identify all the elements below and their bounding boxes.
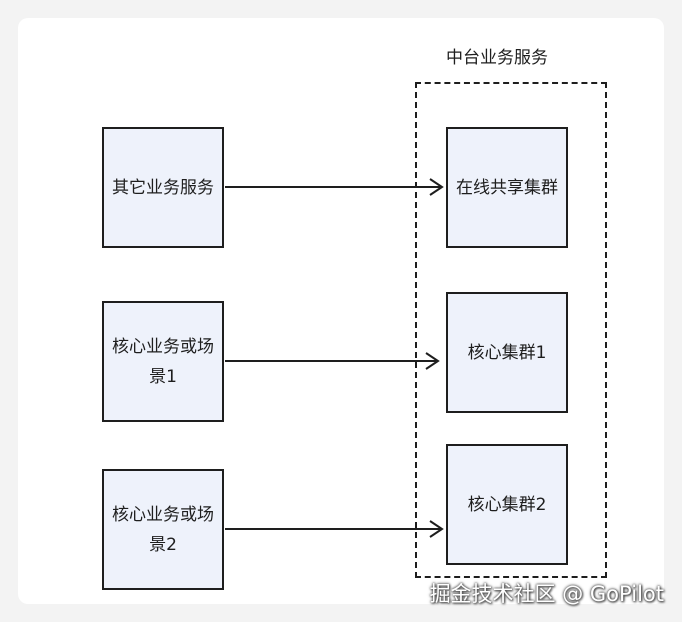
watermark: 掘金技术社区 @ GoPilot — [429, 582, 664, 606]
left-box-other-services-label: 其它业务服务 — [112, 177, 214, 198]
group-title: 中台业务服务 — [446, 48, 548, 68]
left-box-other-services: 其它业务服务 — [102, 127, 224, 248]
right-box-online-shared-cluster-label: 在线共享集群 — [456, 177, 558, 198]
right-box-core-cluster-2: 核心集群2 — [446, 444, 568, 565]
left-box-core-scenario-2: 核心业务或场 景2 — [102, 469, 224, 590]
left-box-core-scenario-2-line-2: 景2 — [149, 534, 177, 555]
left-box-core-scenario-1-line-1: 核心业务或场 — [112, 336, 214, 357]
right-box-core-cluster-1: 核心集群1 — [446, 292, 568, 413]
left-box-core-scenario-1: 核心业务或场 景1 — [102, 301, 224, 422]
right-box-online-shared-cluster: 在线共享集群 — [446, 127, 568, 248]
right-box-core-cluster-2-label: 核心集群2 — [467, 494, 547, 515]
right-box-core-cluster-1-label: 核心集群1 — [467, 342, 547, 363]
left-box-core-scenario-2-line-1: 核心业务或场 — [112, 504, 214, 525]
left-box-core-scenario-1-line-2: 景1 — [149, 366, 177, 387]
middle-platform-group — [415, 82, 607, 578]
